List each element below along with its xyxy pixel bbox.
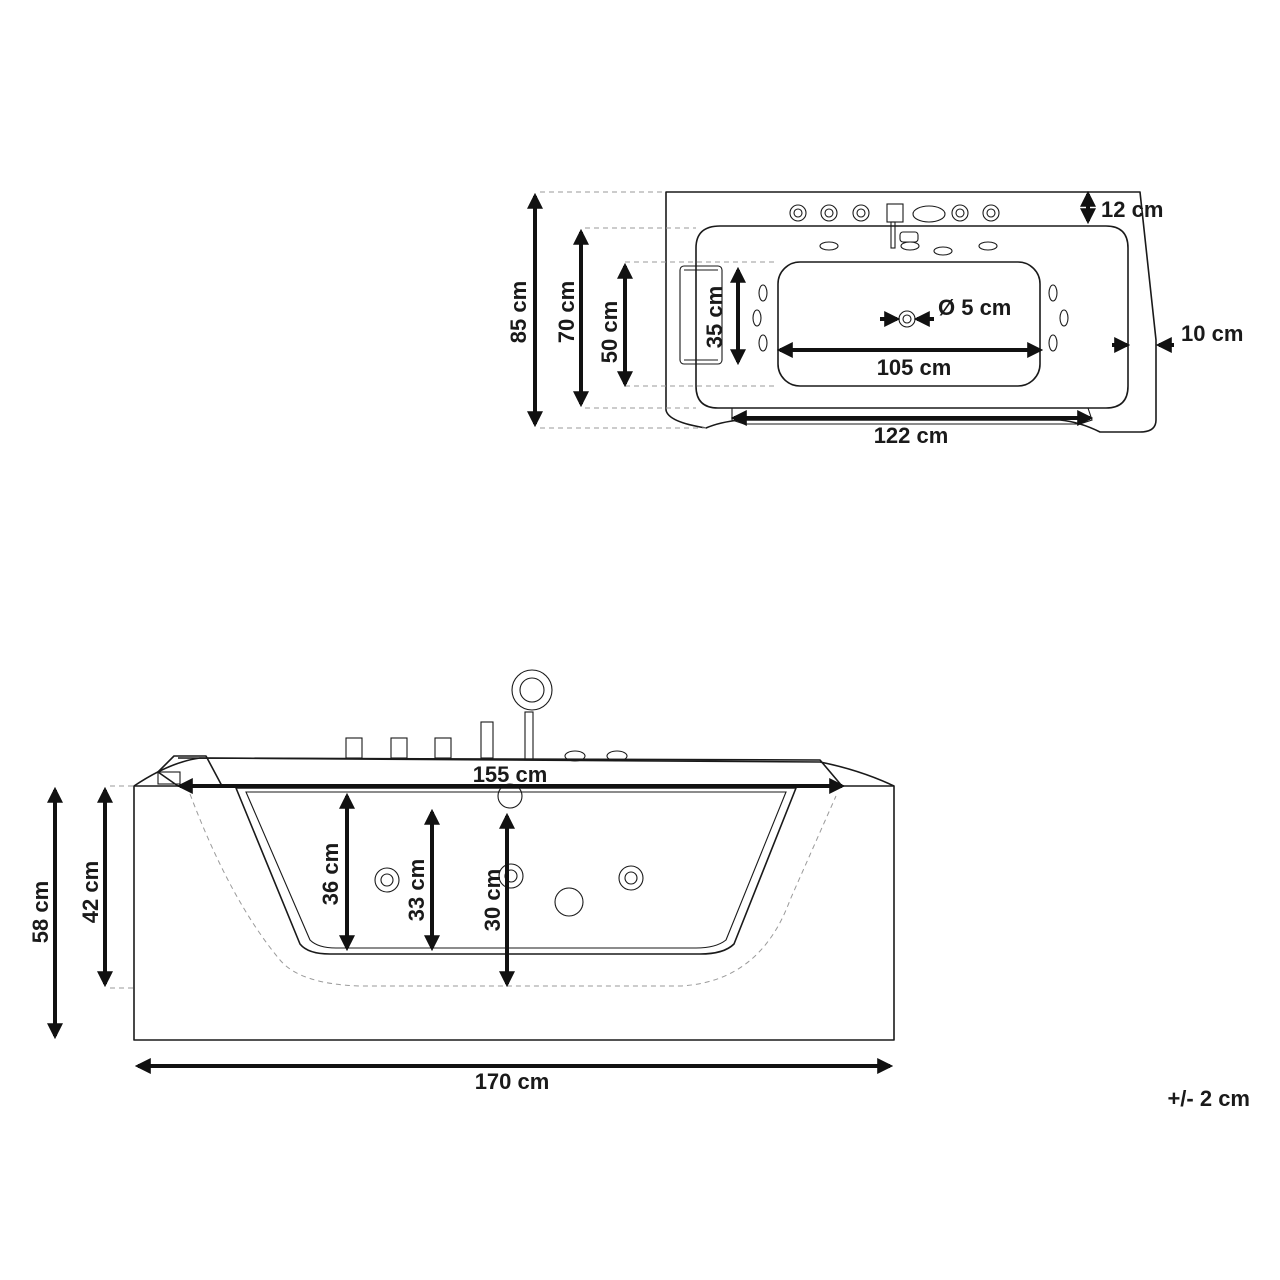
label-35cm: 35 cm <box>702 286 727 348</box>
top-view: 12 cm 85 cm 70 cm 50 cm 35 cm Ø 5 cm 105… <box>506 190 1243 448</box>
label-155cm: 155 cm <box>473 762 548 787</box>
side-view: 155 cm 58 cm 42 cm 36 cm 33 cm 30 cm 170… <box>28 669 895 1094</box>
label-50cm: 50 cm <box>597 301 622 363</box>
label-33cm: 33 cm <box>404 859 429 921</box>
label-12cm: 12 cm <box>1101 197 1163 222</box>
label-42cm: 42 cm <box>78 861 103 923</box>
label-170cm: 170 cm <box>475 1069 550 1094</box>
label-122cm: 122 cm <box>874 423 949 448</box>
label-105cm: 105 cm <box>877 355 952 380</box>
tolerance-note: +/- 2 cm <box>1167 1086 1250 1111</box>
label-36cm: 36 cm <box>318 843 343 905</box>
label-70cm: 70 cm <box>554 281 579 343</box>
top-view-dimension-arrows <box>527 190 1174 428</box>
label-10cm: 10 cm <box>1181 321 1243 346</box>
label-30cm: 30 cm <box>480 869 505 931</box>
label-58cm: 58 cm <box>28 881 53 943</box>
top-view-dimension-labels: 12 cm 85 cm 70 cm 50 cm 35 cm Ø 5 cm 105… <box>506 197 1243 448</box>
label-85cm: 85 cm <box>506 281 531 343</box>
side-view-tub-outline <box>110 669 895 1041</box>
side-view-dimension-arrows <box>47 778 894 1074</box>
label-drain-5cm: Ø 5 cm <box>938 295 1011 320</box>
top-view-tub-outline <box>540 191 1157 433</box>
side-view-dimension-labels: 155 cm 58 cm 42 cm 36 cm 33 cm 30 cm 170… <box>28 762 549 1094</box>
